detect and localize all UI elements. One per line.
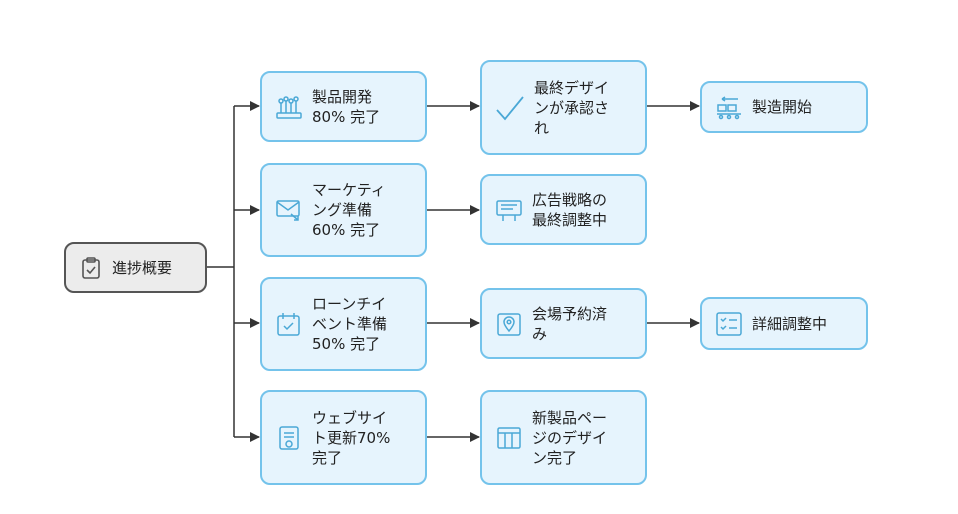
document-check-icon <box>274 424 304 452</box>
checkmark-icon <box>494 93 526 123</box>
production-line-icon <box>274 93 304 121</box>
node-label: マーケティ ング準備 60% 完了 <box>312 181 386 239</box>
node-label: 新製品ペー ジのデザイ ン完了 <box>532 408 608 467</box>
node-new-product-page[interactable]: 新製品ペー ジのデザイ ン完了 <box>480 390 647 485</box>
node-label: 製品開発 80% 完了 <box>312 87 381 126</box>
node-venue-booked[interactable]: 会場予約済 み <box>480 288 647 359</box>
node-final-design-approved[interactable]: 最終デザイ ンが承認さ れ <box>480 60 647 155</box>
node-progress-overview[interactable]: 進捗概要 <box>64 242 207 293</box>
node-product-development[interactable]: 製品開発 80% 完了 <box>260 71 427 142</box>
calendar-check-icon <box>274 310 304 338</box>
location-card-icon <box>494 310 524 338</box>
billboard-icon <box>494 196 524 224</box>
node-label: ローンチイ ベント準備 50% 完了 <box>312 295 388 353</box>
node-label: 会場予約済 み <box>532 304 608 343</box>
node-marketing-prep[interactable]: マーケティ ング準備 60% 完了 <box>260 163 427 257</box>
layout-icon <box>494 424 524 452</box>
node-website-update[interactable]: ウェブサイ ト更新70% 完了 <box>260 390 427 485</box>
node-ad-strategy[interactable]: 広告戦略の 最終調整中 <box>480 174 647 245</box>
node-fine-tuning[interactable]: 詳細調整中 <box>700 297 868 350</box>
clipboard-check-icon <box>78 255 104 281</box>
node-label: 詳細調整中 <box>752 314 828 333</box>
node-label: 進捗概要 <box>112 258 173 277</box>
node-label: 製造開始 <box>752 98 813 116</box>
node-label: ウェブサイ ト更新70% 完了 <box>312 408 391 467</box>
conveyor-icon <box>714 94 744 120</box>
node-label: 最終デザイ ンが承認さ れ <box>534 78 610 137</box>
checklist-icon <box>714 311 744 337</box>
node-launch-event-prep[interactable]: ローンチイ ベント準備 50% 完了 <box>260 277 427 371</box>
node-label: 広告戦略の 最終調整中 <box>532 190 608 229</box>
mail-send-icon <box>274 196 304 224</box>
node-start-manufacturing[interactable]: 製造開始 <box>700 81 868 133</box>
